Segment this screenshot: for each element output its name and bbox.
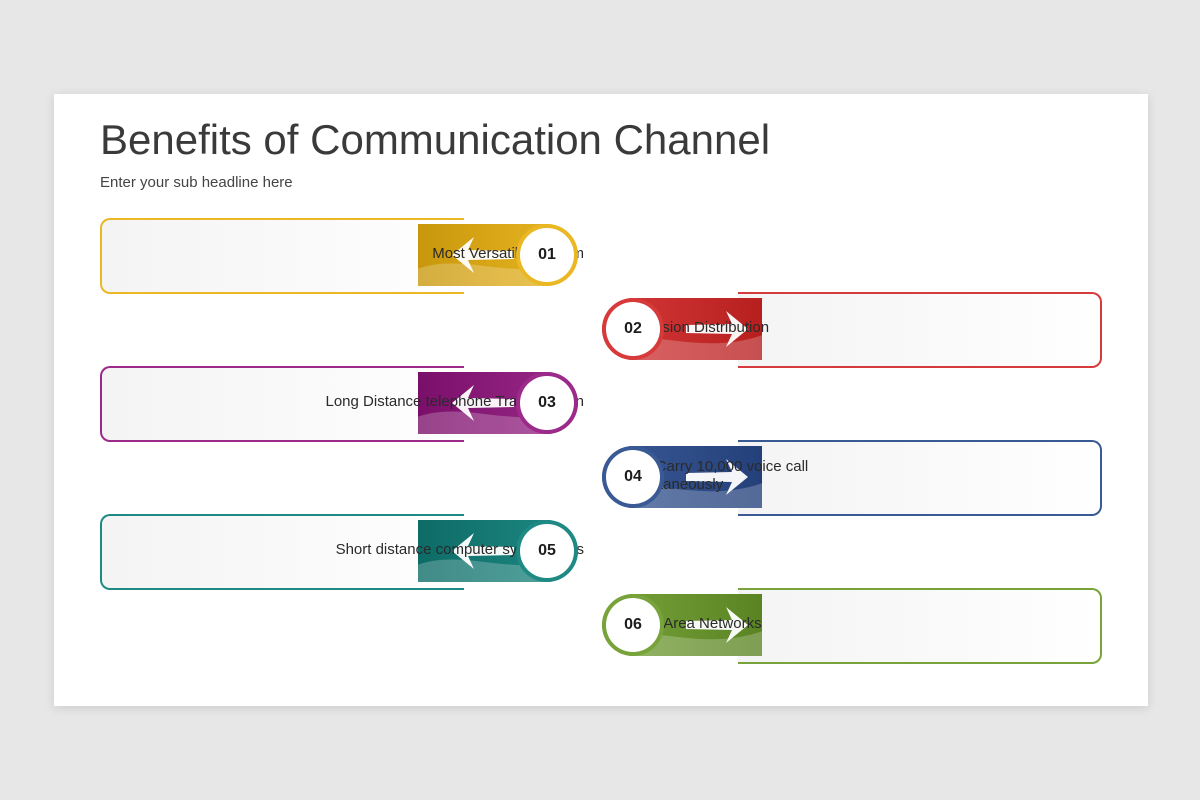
slide-subtitle: Enter your sub headline here [100, 174, 293, 191]
benefit-item-5: Short distance computer system links 05 [100, 514, 600, 590]
step-number: 05 [520, 524, 574, 578]
slide: Benefits of Communication Channel Enter … [54, 94, 1148, 706]
arrow-right-icon [686, 607, 748, 643]
benefit-card [100, 514, 464, 590]
arrow-left-icon [452, 237, 514, 273]
benefit-item-6: Local Area Networks 06 [602, 588, 1102, 664]
benefit-card [100, 366, 464, 442]
benefit-card [738, 440, 1102, 516]
arrow-left-icon [452, 385, 514, 421]
benefit-label: Long Distance telephone Transmission [325, 393, 585, 410]
step-number: 02 [606, 302, 660, 356]
step-number: 04 [606, 450, 660, 504]
benefit-item-4: Can Carry 10,000 voice call simultaneous… [602, 440, 1102, 516]
arrow-right-icon [686, 311, 748, 347]
benefit-item-2: Television Distribution 02 [602, 292, 1102, 368]
benefit-item-3: Long Distance telephone Transmission 03 [100, 366, 600, 442]
benefit-label: Television Distribution [624, 319, 770, 336]
step-number: 03 [520, 376, 574, 430]
slide-title: Benefits of Communication Channel [100, 116, 771, 163]
benefit-item-1: Most Versatile Medium 01 [100, 218, 600, 294]
benefit-card [738, 588, 1102, 664]
arrow-right-icon [686, 459, 748, 495]
step-number: 01 [520, 228, 574, 282]
arrow-left-icon [452, 533, 514, 569]
step-number: 06 [606, 598, 660, 652]
benefit-card [738, 292, 1102, 368]
benefit-card [100, 218, 464, 294]
